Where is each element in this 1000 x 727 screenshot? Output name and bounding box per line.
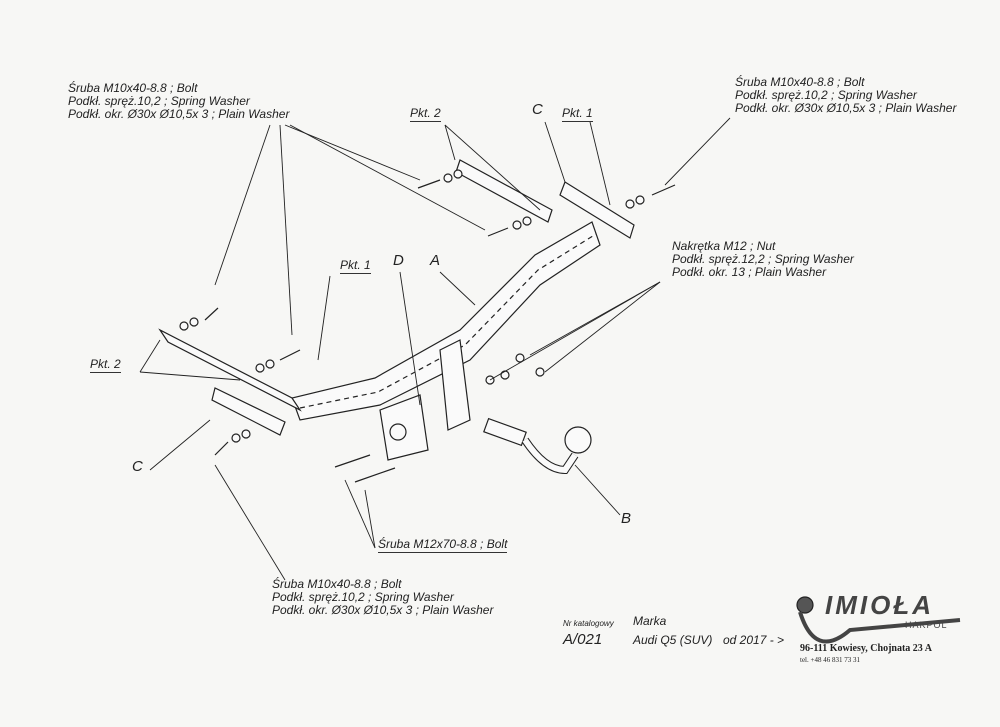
crossbar (291, 221, 601, 421)
callout-line: Śruba M10x40-8.8 ; Bolt (272, 577, 402, 591)
callout-nut: Nakrętka M12 ; Nut Podkł. spręż.12,2 ; S… (672, 240, 854, 279)
callout-line: Śruba M10x40-8.8 ; Bolt (68, 81, 198, 95)
callout-bolt-m12: Śruba M12x70-8.8 ; Bolt (378, 537, 508, 553)
logo-mark (796, 596, 961, 644)
callout-line: Podkł. spręż.10,2 ; Spring Washer (272, 590, 454, 604)
callout-top-right: Śruba M10x40-8.8 ; Bolt Podkł. spręż.10,… (735, 76, 956, 115)
callout-line: Podkł. okr. Ø30x Ø10,5x 3 ; Plain Washer (68, 107, 290, 121)
callout-top-left: Śruba M10x40-8.8 ; Bolt Podkł. spręż.10,… (68, 82, 289, 121)
marker-pkt1-top: Pkt. 1 (562, 106, 593, 122)
make-value: Audi Q5 (SUV) (633, 633, 713, 647)
marker-b: B (621, 510, 632, 527)
marker-pkt1-mid: Pkt. 1 (340, 258, 371, 274)
right-plate-lower (455, 159, 553, 223)
fasteners (179, 169, 676, 483)
year-from: od 2017 - > (723, 633, 785, 647)
callout-line: Podkł. spręż.12,2 ; Spring Washer (672, 252, 854, 266)
marker-c-top: C (532, 101, 543, 118)
phone: tel. +48 46 831 73 31 (800, 656, 860, 664)
callout-line: Podkł. spręż.10,2 ; Spring Washer (68, 94, 250, 108)
tow-ball (564, 426, 592, 454)
marker-pkt2-top: Pkt. 2 (410, 106, 441, 122)
address: 96-111 Kowiesy, Chojnata 23 A (800, 643, 932, 654)
left-plate-lower (211, 387, 286, 436)
marker-pkt2-left: Pkt. 2 (90, 357, 121, 373)
callout-line: Podkł. okr. 13 ; Plain Washer (672, 265, 827, 279)
marker-a: A (430, 252, 441, 269)
callout-line: Śruba M10x40-8.8 ; Bolt (735, 75, 865, 89)
callout-bottom-left: Śruba M10x40-8.8 ; Bolt Podkł. spręż.10,… (272, 578, 493, 617)
brand-logo-sub: HAKPOL (905, 620, 948, 630)
right-plate-upper (559, 181, 635, 239)
leader-lines (139, 117, 731, 581)
marker-c-left: C (132, 458, 143, 475)
bracket (439, 339, 471, 431)
ball-neck (483, 417, 592, 475)
callout-line: Podkł. okr. Ø30x Ø10,5x 3 ; Plain Washer (272, 603, 494, 617)
catalog-label: Nr katalogowy (563, 619, 614, 628)
marker-d: D (393, 252, 404, 269)
socket-hole (389, 423, 407, 441)
callout-line: Nakrętka M12 ; Nut (672, 239, 776, 253)
callout-line: Podkł. okr. Ø30x Ø10,5x 3 ; Plain Washer (735, 101, 957, 115)
brand-logo: IMIOŁA (825, 590, 934, 620)
catalog-number: A/021 (563, 631, 603, 648)
left-plate-upper (158, 328, 302, 412)
make-label: Marka (633, 614, 667, 628)
callout-line: Podkł. spręż.10,2 ; Spring Washer (735, 88, 917, 102)
